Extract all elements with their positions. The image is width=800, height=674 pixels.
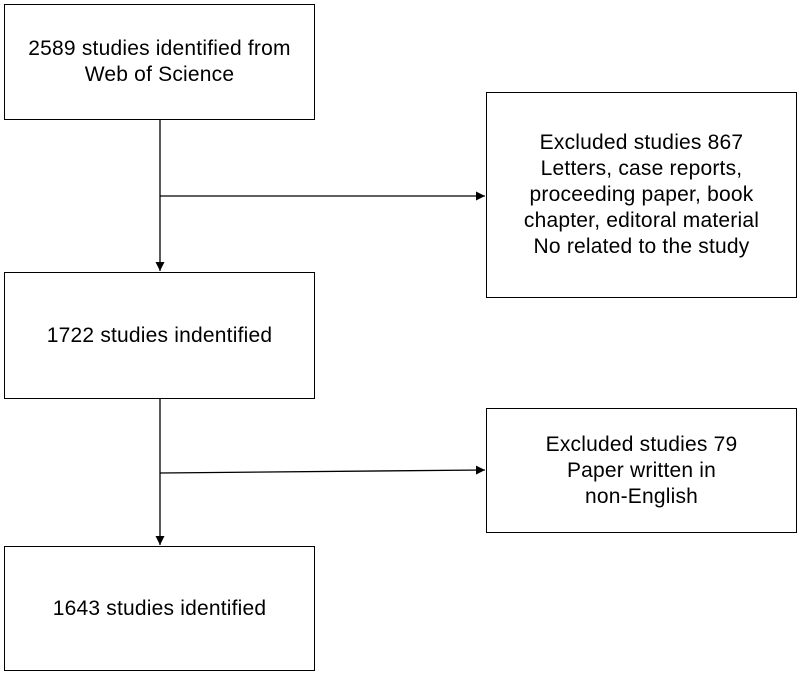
box-text-line: non-English (584, 484, 699, 508)
box-text-line: Paper written in (566, 458, 717, 482)
box-text-line: chapter, editoral material (523, 209, 760, 232)
box-excluded-studies-79: Excluded studies 79 Paper written in non… (486, 408, 797, 533)
box-studies-indentified-1722: 1722 studies indentified (4, 272, 315, 399)
box-text-line: No related to the study (533, 235, 750, 258)
box-text-line: 1643 studies identified (52, 596, 267, 620)
box-text-line: Excluded studies 79 (545, 432, 738, 456)
box-studies-identified-1643: 1643 studies identified (4, 546, 315, 671)
box-text-line: Web of Science (84, 63, 235, 86)
box-studies-identified-web-of-science: 2589 studies identified from Web of Scie… (4, 4, 315, 120)
box-text-line: proceeding paper, book (529, 183, 754, 206)
arrow-to-excluded-2 (159, 465, 486, 475)
box-text-line: 2589 studies identified from (28, 37, 291, 60)
box-text-line: 1722 studies indentified (46, 323, 273, 347)
box-text-line: Letters, case reports, (540, 157, 743, 180)
box-text-line: Excluded studies 867 (539, 131, 744, 154)
box-excluded-studies-867: Excluded studies 867 Letters, case repor… (486, 92, 797, 298)
